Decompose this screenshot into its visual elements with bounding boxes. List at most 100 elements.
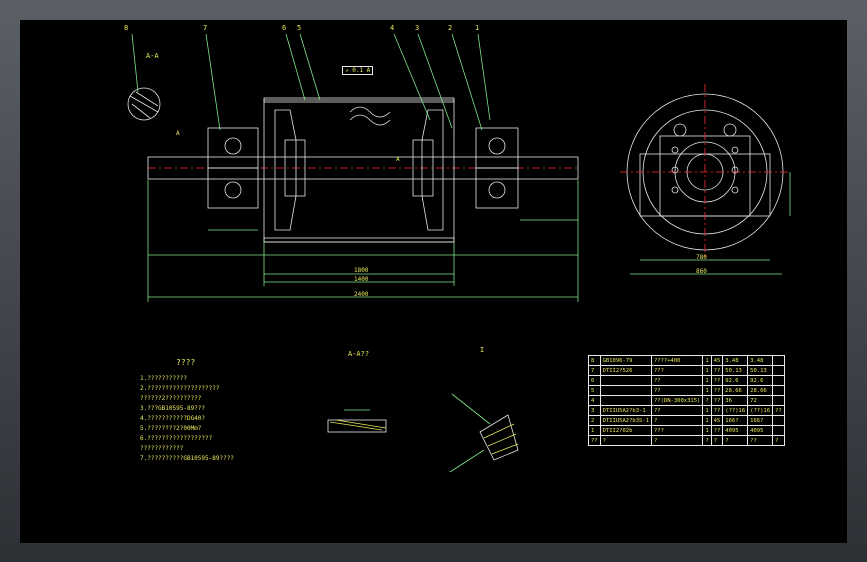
- bom-cell: 1: [702, 385, 712, 396]
- bom-footer-cell: ??: [588, 435, 601, 446]
- bom-cell: [599, 385, 652, 396]
- bom-cell: [772, 385, 785, 396]
- note-line: 1.???????????: [140, 375, 187, 382]
- drawing-svg: [127, 33, 791, 473]
- datum-label: A: [396, 156, 400, 163]
- bom-cell: 6: [588, 375, 601, 386]
- bom-cell: 50.13: [747, 365, 774, 376]
- bom-cell: (??)16: [722, 405, 749, 416]
- bom-cell: 50.13: [722, 365, 749, 376]
- bom-cell: ??: [650, 385, 704, 396]
- bom-cell: ??: [710, 375, 724, 386]
- bom-cell: ??(DN-300x315): [650, 395, 704, 406]
- bom-cell: 28.66: [747, 385, 774, 396]
- leader-number: 7: [203, 24, 208, 32]
- bom-cell: 1: [702, 365, 712, 376]
- bom-cell: 166?: [747, 415, 774, 426]
- tolerance-box: ↗ 0.1 A: [342, 66, 374, 75]
- bom-cell: 1: [702, 355, 712, 366]
- bom-cell: ??: [650, 405, 704, 416]
- detail-mark: I: [480, 346, 485, 354]
- bom-footer-cell: ?: [710, 435, 724, 446]
- bom-cell: 1: [702, 415, 712, 426]
- leader-number: 5: [297, 24, 302, 32]
- bom-cell: 36: [722, 395, 749, 406]
- bom-cell: ??: [710, 405, 724, 416]
- bom-cell: (??)16: [747, 405, 774, 416]
- section-detail-label: A-A??: [348, 350, 370, 358]
- bom-cell: 92.6: [722, 375, 749, 386]
- bom-cell: ????+400: [650, 355, 704, 366]
- bom-cell: [772, 355, 785, 366]
- bom-cell: 45: [710, 355, 724, 366]
- bom-cell: 1: [702, 425, 712, 436]
- bom-cell: [772, 375, 785, 386]
- bom-footer-cell: ??: [747, 435, 774, 446]
- technical-notes: ???? 1.??????????? 2.???????????????????…: [140, 358, 234, 464]
- bom-cell: ??: [710, 395, 724, 406]
- dimension-text: 1400: [354, 276, 369, 283]
- bom-cell: ?: [650, 415, 704, 426]
- dimension-text: 780: [696, 254, 707, 261]
- bom-cell: DTII2?526: [599, 365, 652, 376]
- bom-cell: [599, 375, 652, 386]
- bom-footer-cell: ?: [702, 435, 712, 446]
- bom-cell: 2: [588, 415, 601, 426]
- notes-title: ????: [176, 358, 196, 367]
- note-line: 3.???GB10595-89???: [140, 405, 206, 412]
- bom-footer-cell: ?: [722, 435, 749, 446]
- bom-cell: 1: [702, 405, 712, 416]
- bom-cell: 4095: [747, 425, 774, 436]
- dimension-text: 2400: [354, 291, 369, 298]
- bom-cell: ???: [650, 365, 704, 376]
- note-line: 2.????????????????????: [140, 385, 220, 392]
- bom-cell: 72: [747, 395, 774, 406]
- bom-cell: 3: [588, 405, 601, 416]
- bom-cell: ??: [710, 425, 724, 436]
- bom-cell: ??: [710, 385, 724, 396]
- bom-cell: GB1096-79: [599, 355, 652, 366]
- bom-cell: [772, 425, 785, 436]
- cad-drawing-canvas[interactable]: 8 7 6 5 4 3 2 1 A-A A ↗ 0.1 A A 1800 140…: [20, 20, 847, 543]
- note-line: 6.??????????????????: [140, 435, 213, 442]
- bom-cell: [772, 415, 785, 426]
- bom-cell: 4095: [722, 425, 749, 436]
- section-arrow-label: A: [176, 130, 180, 137]
- note-line: ??????2??????????: [140, 395, 202, 402]
- bom-cell: [772, 395, 785, 406]
- bom-cell: DTIIU5A2?b3S-1: [599, 415, 652, 426]
- section-label: A-A: [146, 52, 159, 60]
- note-line: ????????????: [140, 445, 184, 452]
- bom-cell: ??: [650, 375, 704, 386]
- bom-cell: DTII2?02b: [599, 425, 652, 436]
- bom-cell: 1: [588, 425, 601, 436]
- dimension-text: 860: [696, 268, 707, 275]
- bom-cell: ???: [650, 425, 704, 436]
- bom-cell: 4: [588, 395, 601, 406]
- bom-cell: 8: [588, 355, 601, 366]
- leader-number: 6: [282, 24, 287, 32]
- leader-number: 4: [390, 24, 395, 32]
- bom-cell: [772, 365, 785, 376]
- bom-cell: 7: [588, 365, 601, 376]
- bom-cell: [599, 395, 652, 406]
- note-line: 4.???????????DG40?: [140, 415, 206, 422]
- bom-cell: ??: [710, 365, 724, 376]
- bom-cell: DTIIU5A2?b3-1: [599, 405, 652, 416]
- bom-cell: 166?: [722, 415, 749, 426]
- bom-cell: 28.66: [722, 385, 749, 396]
- dimension-text: 1800: [354, 267, 369, 274]
- bom-cell: 3.48: [722, 355, 749, 366]
- leader-number: 2: [448, 24, 453, 32]
- bom-cell: 5: [588, 385, 601, 396]
- note-line: 5.????????2?00Mm?: [140, 425, 202, 432]
- bom-footer-cell: ?: [599, 435, 652, 446]
